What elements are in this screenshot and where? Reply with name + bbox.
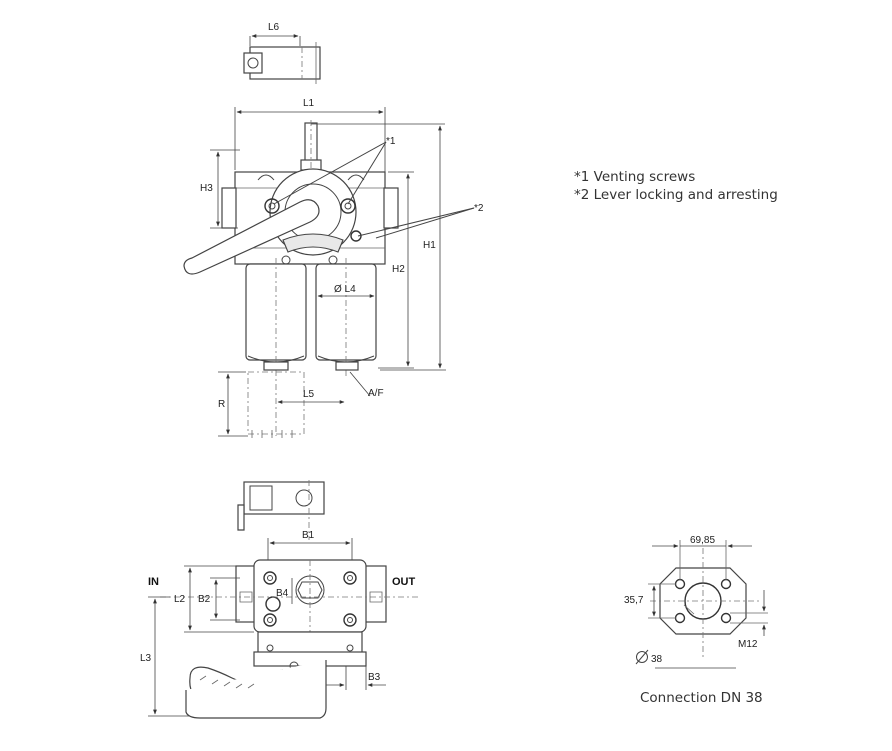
flange-width-label: 69,85 bbox=[690, 535, 715, 546]
connector-plug bbox=[243, 34, 321, 84]
dim-l2-label: L2 bbox=[174, 594, 186, 605]
note-venting-screws: *1 Venting screws bbox=[574, 169, 696, 185]
dim-l3-label: L3 bbox=[140, 653, 152, 664]
dim-r-label: R bbox=[218, 399, 225, 410]
dim-b2-label: B2 bbox=[198, 594, 211, 605]
venting-stem bbox=[300, 120, 445, 178]
callout-1: *1 bbox=[386, 136, 396, 147]
dim-h2-label: H2 bbox=[392, 264, 405, 275]
dim-af-label: A/F bbox=[368, 388, 384, 399]
connector-plug-top-view bbox=[237, 480, 325, 540]
flange-thread-label: M12 bbox=[738, 639, 758, 650]
callout-2: *2 bbox=[474, 203, 484, 214]
top-view: B1 IN OUT B2 L2 B4 bbox=[140, 480, 420, 719]
note-lever-locking: *2 Lever locking and arresting bbox=[574, 187, 778, 203]
handle-top-view bbox=[185, 631, 367, 719]
lever-handle bbox=[183, 199, 320, 275]
flange-height-label: 35,7 bbox=[624, 595, 644, 606]
filter-bowls bbox=[245, 258, 377, 438]
dim-b4-label: B4 bbox=[276, 588, 289, 599]
side-view: L6 L1 bbox=[183, 22, 484, 438]
flange-detail: 69,85 35,7 M12 38 bbox=[624, 535, 768, 669]
dim-l1-label: L1 bbox=[303, 98, 315, 109]
dim-h3-label: H3 bbox=[200, 183, 213, 194]
dim-l4-label: Ø L4 bbox=[334, 284, 356, 295]
flange-caption: Connection DN 38 bbox=[640, 690, 763, 706]
port-out-label: OUT bbox=[392, 576, 416, 588]
dim-b1-label: B1 bbox=[302, 530, 315, 541]
diameter-symbol-icon bbox=[636, 651, 648, 663]
dim-h1-label: H1 bbox=[423, 240, 436, 251]
dim-l6-label: L6 bbox=[268, 22, 280, 33]
flange-bore-label: 38 bbox=[651, 654, 663, 665]
dim-l5-label: L5 bbox=[303, 389, 315, 400]
dim-b3-label: B3 bbox=[368, 672, 381, 683]
port-in-label: IN bbox=[148, 576, 159, 588]
